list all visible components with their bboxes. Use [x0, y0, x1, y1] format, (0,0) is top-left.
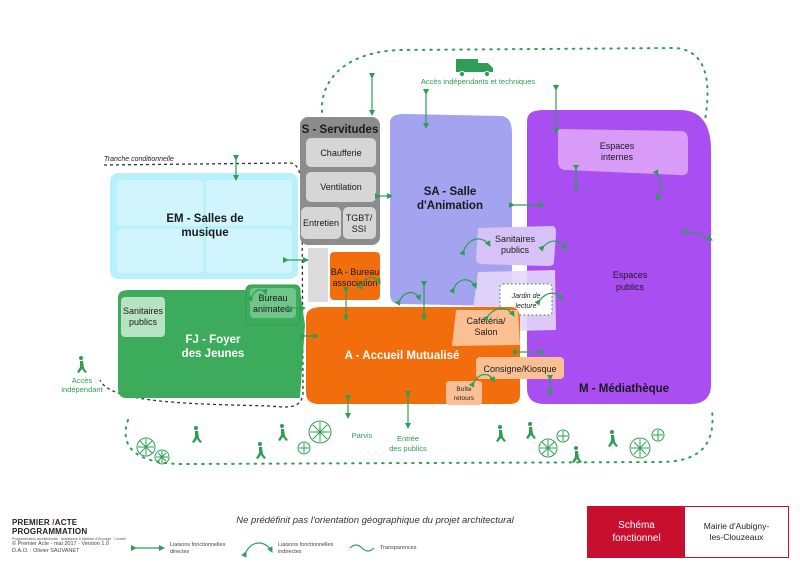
schema-title-2: fonctionnel	[612, 533, 661, 544]
credit-line-1: © Premier Acte - mai 2017 · Version 1.0	[12, 541, 109, 547]
credit-line-2: D.A.O. : Olivier SAUVANET	[12, 548, 80, 554]
sa-title: SA - Salle	[424, 186, 477, 198]
logo-slash-icon: /	[52, 518, 55, 527]
client-name: Mairie d'Aubigny-les-Clouzeaux	[685, 507, 788, 557]
espaces-publics-label-2: publics	[616, 282, 645, 292]
fj-sanitaires-label: Sanitaires	[123, 306, 164, 316]
schema-title: Schéma fonctionnel	[588, 507, 685, 557]
tranche-label: Tranche conditionnelle	[104, 156, 174, 163]
title-cartouche: Schéma fonctionnel Mairie d'Aubigny-les-C…	[587, 506, 789, 558]
chaufferie-label: Chaufferie	[320, 148, 361, 158]
logo-wordmark: PREMIER /ACTE PROGRAMMATION	[12, 518, 152, 536]
legend-direct-text-2: directes	[170, 548, 190, 555]
legend-direct-text: Liaisons fonctionnelles	[170, 542, 226, 548]
zone-bureau-association: BA - Bureau association	[330, 252, 380, 300]
public-path-loop	[124, 409, 714, 466]
legend-transparence-text: Transparences	[380, 545, 417, 551]
entree-label-2: des publics	[389, 444, 427, 453]
bureau-animateur-label-2: animateur	[253, 304, 293, 314]
consigne-label: Consigne/Kiosque	[483, 364, 556, 374]
legend-direct: Liaisons fonctionnelles directes	[170, 542, 225, 555]
legend-indirect-text: Liaisons fonctionnelles	[278, 542, 334, 548]
technical-access-loop	[320, 46, 709, 121]
fj-sanitaires-label-2: publics	[129, 317, 158, 327]
jardin-label-2: lecture	[515, 303, 536, 310]
legend-indirect-glyph	[241, 542, 273, 558]
pedestrian-icon-left	[77, 356, 87, 373]
legend-transparence-glyph	[349, 544, 375, 552]
cafeteria-label: Cafétéria/	[466, 316, 506, 326]
independent-access-label-2: indépendant	[61, 385, 103, 394]
ssi-label: SSI	[352, 224, 367, 234]
boite-label: Boîte	[456, 386, 472, 393]
sa-sanitaires-label-2: publics	[501, 245, 530, 255]
direct-links	[233, 73, 579, 429]
parvis-label: Parvis	[352, 431, 373, 440]
em-title: EM - Salles de	[166, 213, 243, 225]
premier-acte-logo: PREMIER /ACTE PROGRAMMATION Programmatio…	[12, 518, 152, 541]
espaces-internes-label-2: internes	[601, 152, 634, 162]
grey-link-strip	[308, 248, 328, 302]
espaces-publics-label: Espaces	[613, 270, 648, 280]
entree-label: Entrée	[397, 434, 419, 443]
jardin-lecture: Jardin de lecture	[499, 283, 553, 316]
zone-accueil: Cafétéria/ Salon Consigne/Kiosque Boîte …	[306, 307, 564, 405]
independent-access-label: Accès	[72, 376, 93, 385]
legend-indirect: Liaisons fonctionnelles indirectes	[278, 542, 333, 555]
legend-indirect-text-2: indirectes	[278, 548, 302, 555]
espaces-internes-label: Espaces	[600, 141, 635, 151]
entretien-label: Entretien	[303, 218, 339, 228]
sa-sanitaires: Sanitaires publics	[476, 226, 556, 266]
sa-sanitaires-label: Sanitaires	[495, 234, 536, 244]
tgbt-label: TGBT/	[346, 213, 373, 223]
sa-title-2: d'Animation	[417, 200, 483, 212]
zone-servitudes: S - Servitudes Chaufferie Ventilation En…	[300, 117, 380, 245]
logo-tagline: Programmation architecturale · Assistanc…	[12, 537, 126, 541]
tree-icons	[136, 420, 665, 465]
client-name-1: Mairie d'Aubigny-	[703, 521, 770, 531]
indirect-links	[247, 169, 713, 388]
mediatheque-title: M - Médiathèque	[579, 383, 669, 395]
legend-transparence: Transparences	[380, 545, 416, 552]
em-title-2: musique	[181, 227, 228, 239]
truck-icon	[456, 59, 493, 78]
pedestrian-icons	[192, 422, 618, 463]
ba-title: BA - Bureau	[331, 267, 380, 277]
schema-title-1: Schéma	[618, 520, 655, 531]
technical-access-label: Accès indépendants et techniques	[421, 77, 535, 86]
cafeteria-label-2: Salon	[474, 327, 497, 337]
logo-word-a: PREMIER	[12, 518, 50, 527]
logo-word-b: ACTE PROGRAMMATION	[12, 518, 88, 536]
orientation-note: Ne prédéfinit pas l'orientation géograph…	[236, 515, 514, 526]
servitudes-title: S - Servitudes	[302, 124, 379, 136]
ventilation-label: Ventilation	[320, 182, 362, 192]
credits: © Premier Acte - mai 2017 · Version 1.0 …	[12, 541, 109, 555]
ba-title-2: association	[332, 278, 377, 288]
accueil-title: A - Accueil Mutualisé	[345, 350, 460, 362]
zone-salles-musique: EM - Salles de musique	[110, 173, 298, 279]
client-name-2: les-Clouzeaux	[709, 532, 764, 542]
fj-title-2: des Jeunes	[182, 348, 245, 360]
bureau-animateur-label: Bureau	[258, 293, 287, 303]
fj-title: FJ - Foyer	[186, 334, 241, 346]
jardin-label: Jardin de	[511, 293, 541, 300]
zone-foyer-jeunes: Bureau animateur Sanitaires publics FJ -…	[118, 284, 305, 398]
boite-label-2: retours	[454, 395, 475, 402]
